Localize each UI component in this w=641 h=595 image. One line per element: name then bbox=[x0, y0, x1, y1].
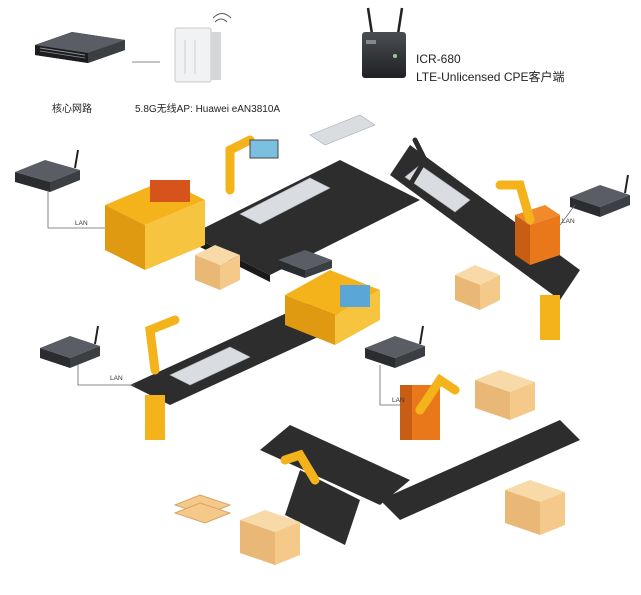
lan-label: LAN bbox=[75, 220, 88, 227]
lan-label: LAN bbox=[392, 397, 405, 404]
orange-cabinet-right bbox=[515, 205, 560, 265]
lan-label: LAN bbox=[562, 218, 575, 225]
core-router-label: 核心网路 bbox=[52, 104, 92, 115]
ap-label: 5.8G无线AP: Huawei eAN3810A bbox=[135, 104, 281, 115]
cpe-device-icon bbox=[362, 7, 406, 78]
control-kiosk bbox=[145, 295, 560, 440]
cpe-device-icon bbox=[15, 149, 80, 192]
cpe-desc-label: LTE-Unlicensed CPE客户端 bbox=[416, 70, 565, 84]
lan-links bbox=[47, 190, 576, 406]
robot-arm-icon bbox=[145, 135, 535, 485]
packaging-machine-left bbox=[105, 180, 205, 270]
cpe-device-icon bbox=[40, 325, 100, 368]
cpe-device-icon bbox=[365, 325, 425, 368]
lan-label: LAN bbox=[110, 375, 123, 382]
cpe-device-icon bbox=[570, 174, 630, 217]
cpe-device-icon bbox=[278, 250, 332, 278]
cardboard-boxes bbox=[173, 245, 565, 565]
central-machine bbox=[285, 270, 380, 345]
wireless-ap-icon bbox=[174, 13, 232, 83]
core-router-icon bbox=[35, 32, 125, 63]
cpe-model-label: ICR-680 bbox=[416, 52, 461, 66]
